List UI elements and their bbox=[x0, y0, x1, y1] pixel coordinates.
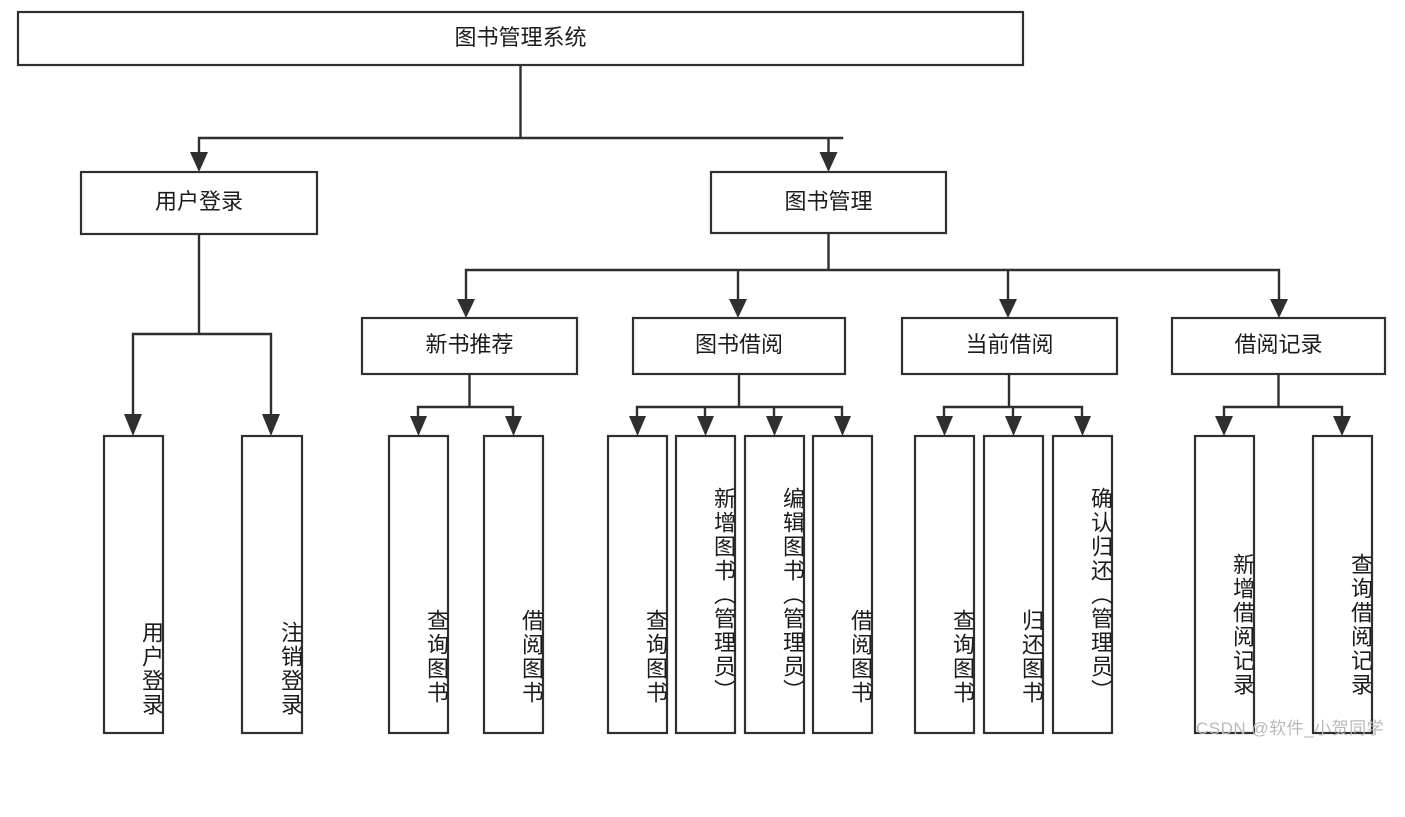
arrow-to-leaf-user-login bbox=[124, 414, 142, 436]
leaf-rect-edit-book[interactable] bbox=[743, 434, 806, 735]
leaf-rect-query-book-1[interactable] bbox=[387, 434, 450, 735]
edge-borrowrecord-to-leaves bbox=[1222, 372, 1344, 424]
leaf-rect-add-record[interactable] bbox=[1193, 434, 1256, 735]
node-current-borrow-label: 当前借阅 bbox=[965, 332, 1053, 357]
node-layer: 图书管理系统 用户登录 图书管理 新书推荐 图书借阅 当前 bbox=[16, 10, 1387, 735]
arrow-to-borrow-record bbox=[1270, 299, 1288, 318]
arrowhead-layer bbox=[124, 152, 1351, 436]
csdn-watermark: CSDN @软件_小贺同学 bbox=[1196, 719, 1385, 738]
connector-layer bbox=[131, 63, 1344, 424]
leaf-rect-query-book-2[interactable] bbox=[606, 434, 669, 735]
arrow-to-new-book-rec bbox=[457, 299, 475, 318]
node-new-book-rec-label: 新书推荐 bbox=[425, 332, 513, 357]
arrow-to-user-login bbox=[190, 152, 208, 172]
edge-bookmanage-to-level3-bus bbox=[464, 231, 1281, 306]
arrow-to-book-manage bbox=[819, 152, 838, 172]
node-user-login-label: 用户登录 bbox=[155, 189, 243, 214]
arrow-to-leaf-query-book-2 bbox=[629, 416, 646, 436]
leaf-rect-borrow-book-1[interactable] bbox=[482, 434, 545, 735]
node-book-manage[interactable]: 图书管理 bbox=[709, 170, 948, 235]
node-new-book-rec[interactable]: 新书推荐 bbox=[360, 316, 579, 376]
arrow-to-leaf-borrow-book-2 bbox=[834, 416, 851, 436]
arrow-to-leaf-add-book bbox=[697, 416, 714, 436]
edge-userlogin-to-leaves bbox=[131, 232, 273, 424]
arrow-to-leaf-query-book-3 bbox=[936, 416, 953, 436]
edge-newbookrec-to-leaves bbox=[416, 372, 515, 424]
diagram-canvas: 图书管理系统 用户登录 图书管理 新书推荐 图书借阅 当前 bbox=[16, 10, 1387, 735]
node-book-manage-label: 图书管理 bbox=[784, 189, 872, 214]
node-borrow-record[interactable]: 借阅记录 bbox=[1170, 316, 1387, 376]
node-current-borrow[interactable]: 当前借阅 bbox=[900, 316, 1119, 376]
arrow-to-leaf-query-book-1 bbox=[410, 416, 427, 436]
node-root[interactable]: 图书管理系统 bbox=[16, 10, 1025, 67]
leaf-rect-query-book-3[interactable] bbox=[913, 434, 976, 735]
arrow-to-leaf-return-book bbox=[1005, 416, 1022, 436]
node-root-label: 图书管理系统 bbox=[454, 25, 586, 50]
arrow-to-leaf-add-record bbox=[1215, 416, 1233, 436]
edge-currentborrow-to-leaves bbox=[942, 372, 1084, 424]
arrow-to-book-borrow bbox=[729, 299, 747, 318]
arrow-to-leaf-query-record bbox=[1333, 416, 1351, 436]
leaf-rect-return-book[interactable] bbox=[982, 434, 1045, 735]
leaf-rect-borrow-book-2[interactable] bbox=[811, 434, 874, 735]
node-user-login[interactable]: 用户登录 bbox=[79, 170, 319, 236]
node-borrow-record-label: 借阅记录 bbox=[1234, 332, 1322, 357]
edge-bookborrow-to-leaves bbox=[635, 372, 844, 424]
node-book-borrow-label: 图书借阅 bbox=[695, 332, 783, 357]
hierarchy-diagram: 图书管理系统 用户登录 图书管理 新书推荐 图书借阅 当前 bbox=[16, 10, 1387, 738]
leaf-rect-add-book[interactable] bbox=[674, 434, 737, 735]
leaf-rect-user-login[interactable] bbox=[102, 434, 165, 735]
leaf-rect-logout[interactable] bbox=[240, 434, 304, 735]
edge-root-to-level2-bus bbox=[197, 63, 844, 160]
leaf-rect-query-record[interactable] bbox=[1311, 434, 1374, 735]
arrow-to-current-borrow bbox=[999, 299, 1017, 318]
arrow-to-leaf-borrow-book-1 bbox=[505, 416, 522, 436]
node-book-borrow[interactable]: 图书借阅 bbox=[631, 316, 847, 376]
leaf-node-rects bbox=[102, 434, 1374, 735]
leaf-rect-confirm-return[interactable] bbox=[1051, 434, 1114, 735]
arrow-to-leaf-edit-book bbox=[766, 416, 783, 436]
arrow-to-leaf-confirm-return bbox=[1074, 416, 1091, 436]
arrow-to-leaf-logout bbox=[262, 414, 280, 436]
